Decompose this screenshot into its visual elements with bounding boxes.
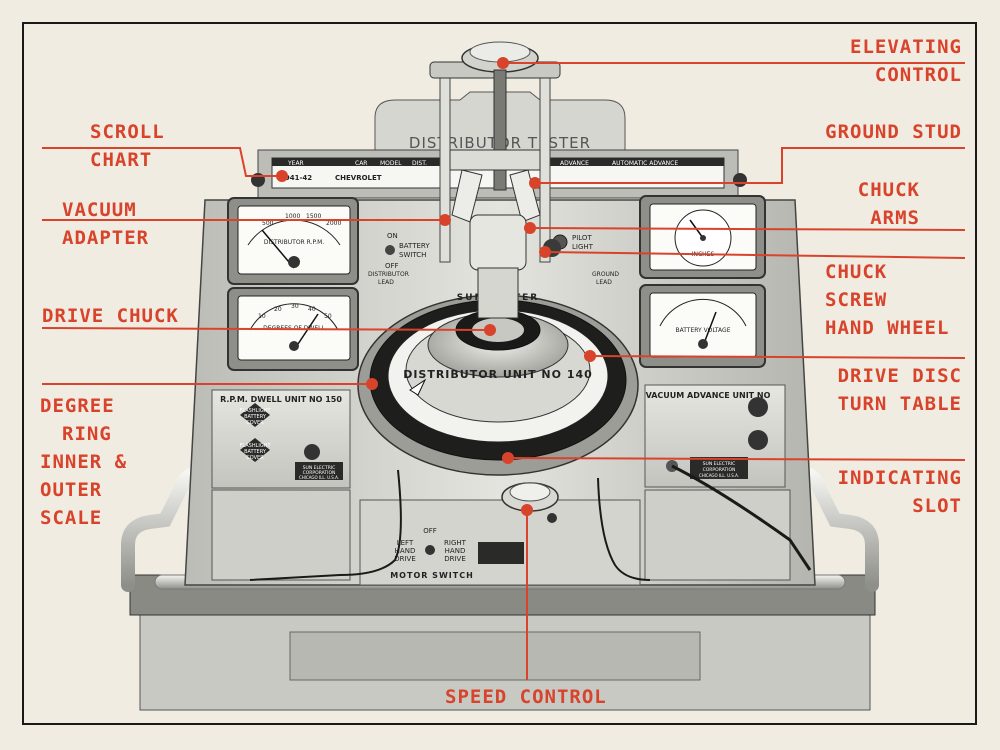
dwell-scale-5: 50 [324,313,332,320]
motor-left-2: HAND [395,547,416,555]
rpm-scale-3: 1500 [306,213,321,220]
distributor-lead-1: DISTRIBUTOR [368,271,409,278]
rpm-dwell-unit-panel: R.P.M. DWELL UNIT NO 150 FLASHLIGHT BATT… [220,395,343,480]
label-scroll-chart-line-1: SCROLL [90,121,165,143]
label-drive-disc-line-2: TURN TABLE [837,393,962,415]
label-ground-stud: GROUND STUD [825,118,962,146]
left-plate-line-2: CORPORATION [303,470,336,476]
voltage-meter-title: BATTERY VOLTAGE [675,327,730,334]
vacuum-meter: INCHES [639,195,766,279]
left-panel-title: R.P.M. DWELL UNIT NO 150 [220,395,342,404]
label-chuck-arms-line-2: ARMS [870,207,920,229]
dwell-scale-2: 20 [274,306,282,313]
dwell-scale-3: 30 [291,303,299,310]
label-elevating-control-line-2: CONTROL [874,64,962,86]
flashlight-1-line-3: COVER [246,420,264,426]
ground-lead-1: GROUND [592,271,619,278]
label-chuck-arms-line-1: CHUCK [857,179,920,201]
label-degree-ring-line-5: SCALE [40,507,103,529]
chart-header-year: YEAR [287,160,304,167]
motor-right-1: RIGHT [444,539,467,547]
pilot-light-1: PILOT [572,234,592,242]
battery-switch-label-1: BATTERY [399,242,430,250]
battery-switch-off: OFF [385,262,399,270]
label-chuck-arms: CHUCK ARMS [858,176,920,232]
rpm-scale-2: 1000 [285,213,300,220]
motor-right-2: HAND [445,547,466,555]
battery-switch-on: ON [387,232,398,240]
battery-switch: ON BATTERY SWITCH OFF DISTRIBUTOR LEAD [368,232,430,286]
label-indicating-slot: INDICATING SLOT [838,464,962,520]
flashlight-1-line-2: BATTERY [244,414,267,420]
label-speed-control: SPEED CONTROL [445,683,607,711]
label-elevating-control-line-1: ELEVATING [850,36,962,58]
label-indicating-slot-line-2: SLOT [912,495,962,517]
label-chuck-screw-line-3: HAND WHEEL [825,317,950,339]
turn-table: DISTRIBUTOR UNIT NO 140 SUN TESTER [357,293,639,476]
chart-header-advance: ADVANCE [560,160,589,167]
unit-name: DISTRIBUTOR UNIT NO 140 [403,368,593,381]
left-plate-line-3: CHICAGO ILL. U.S.A. [299,475,339,480]
dwell-scale-1: 10 [258,313,266,320]
chart-header-car: CAR [355,160,367,167]
label-elevating-control: ELEVATING CONTROL [850,33,962,89]
motor-left-3: DRIVE [394,555,416,563]
label-vacuum-adapter: VACUUM ADAPTER [62,196,149,252]
ground-lead-2: LEAD [596,279,612,286]
label-drive-chuck-line-1: DRIVE CHUCK [42,305,179,327]
picture-frame [22,22,977,725]
pilot-light-2: LIGHT [572,243,594,251]
label-degree-ring-line-3: INNER & [40,451,128,473]
motor-switch: OFF LEFT HAND DRIVE RIGHT HAND DRIVE MOT… [390,527,524,580]
right-panel-title: VACUUM ADVANCE UNIT NO [646,391,771,400]
label-degree-ring-line-1: DEGREE [40,395,115,417]
distributor-lead-2: LEAD [378,279,394,286]
rpm-scale-4: 2000 [326,220,341,227]
label-scroll-chart: SCROLL CHART [90,118,165,174]
rpm-meter-title: DISTRIBUTOR R.P.M. [264,239,324,246]
flashlight-1-line-1: FLASHLIGHT [239,408,271,414]
right-plate-line-3: CHICAGO ILL. U.S.A. [699,473,739,478]
motor-switch-title: MOTOR SWITCH [390,571,474,580]
label-chuck-screw-hand-wheel: CHUCK SCREW HAND WHEEL [825,258,949,342]
motor-off: OFF [423,527,437,535]
label-drive-disc-line-1: DRIVE DISC [837,365,962,387]
test-leads [249,464,812,581]
chart-row-year: 1941-42 [280,174,312,182]
dwell-scale-4: 40 [308,306,316,313]
label-degree-ring-line-4: OUTER [40,479,103,501]
label-ground-stud-line-1: GROUND STUD [825,121,962,143]
right-plate-line-1: SUN ELECTRIC [703,461,736,467]
battery-switch-label-2: SWITCH [399,251,426,259]
speed-control-knob [501,482,559,523]
chart-header-auto-advance: AUTOMATIC ADVANCE [612,160,678,167]
flashlight-2-line-2: BATTERY [244,449,267,455]
label-degree-ring-line-2: RING [62,423,112,445]
label-vacuum-adapter-line-2: ADAPTER [62,227,150,249]
voltage-meter: BATTERY VOLTAGE [639,284,766,368]
callout-lines [41,57,966,680]
label-indicating-slot-line-1: INDICATING [837,467,962,489]
flashlight-2-line-3: COVER [246,455,264,461]
flashlight-2-line-1: FLASHLIGHT [239,443,271,449]
right-plate-line-2: CORPORATION [703,467,736,473]
label-speed-control-line-1: SPEED CONTROL [445,686,607,708]
label-drive-chuck: DRIVE CHUCK [42,302,179,330]
motor-right-3: DRIVE [444,555,466,563]
rpm-scale-1: 500 [262,220,274,227]
label-scroll-chart-line-2: CHART [90,149,153,171]
chart-header-dist: DIST. [412,160,427,167]
motor-left-1: LEFT [397,539,414,547]
label-chuck-screw-line-2: SCREW [825,289,888,311]
label-vacuum-adapter-line-1: VACUUM [62,199,137,221]
chart-row-car: CHEVROLET [335,174,382,182]
chart-header-model: MODEL [380,160,402,167]
label-chuck-screw-line-1: CHUCK [825,261,888,283]
left-plate-line-1: SUN ELECTRIC [303,465,336,471]
rpm-meter: 500 1000 1500 2000 DISTRIBUTOR R.P.M. [227,197,359,285]
label-drive-disc-turn-table: DRIVE DISC TURN TABLE [838,362,962,418]
label-degree-ring: DEGREE RING INNER & OUTER SCALE [40,392,127,532]
